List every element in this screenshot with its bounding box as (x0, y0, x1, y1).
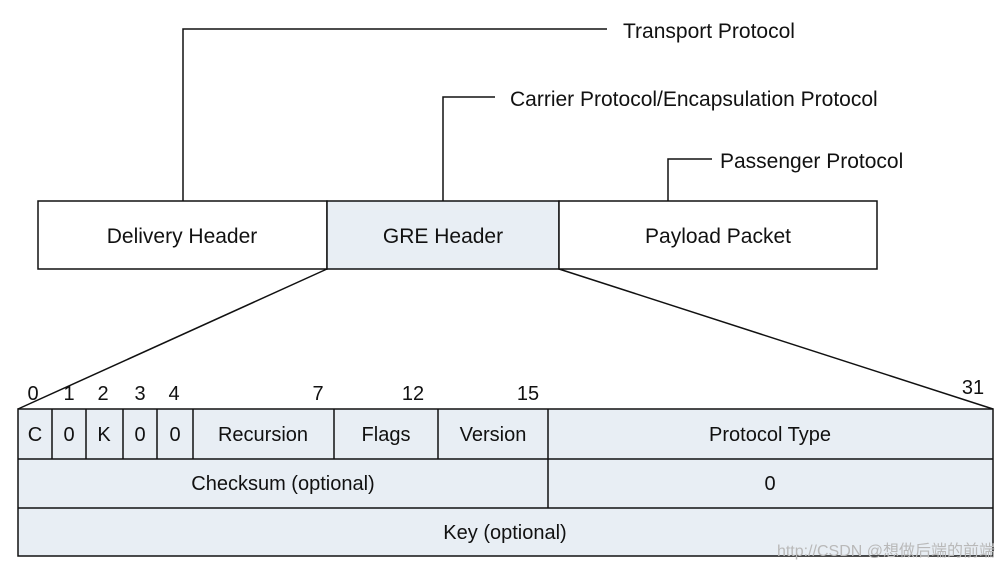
bit-number-15: 15 (517, 383, 539, 405)
carrier-protocol-label: Carrier Protocol/Encapsulation Protocol (510, 88, 878, 111)
field-k: K (97, 424, 111, 446)
field-flags: Flags (362, 424, 411, 446)
bit-number-31: 31 (962, 377, 984, 399)
field-reserved-row2: 0 (764, 473, 775, 495)
transport-leader-line (182, 28, 607, 201)
gre-field-table (17, 408, 994, 557)
bit-number-12: 12 (402, 383, 424, 405)
payload-packet-box (558, 200, 878, 270)
gre-header-label: GRE Header (383, 225, 503, 248)
delivery-header-label: Delivery Header (107, 225, 258, 248)
bit-number-3: 3 (134, 383, 145, 405)
bit-number-0: 0 (27, 383, 38, 405)
field-checksum: Checksum (optional) (191, 473, 374, 495)
delivery-header-box (37, 200, 328, 270)
field-protocol-type: Protocol Type (709, 424, 831, 446)
field-reserved-1: 0 (63, 424, 74, 446)
expand-right-line (558, 268, 994, 410)
expand-left-line (17, 268, 328, 410)
field-reserved-2: 0 (134, 424, 145, 446)
field-key: Key (optional) (443, 522, 566, 544)
field-c: C (28, 424, 42, 446)
bit-number-1: 1 (63, 383, 74, 405)
gre-header-box (326, 200, 560, 270)
passenger-leader-line (667, 158, 712, 201)
passenger-protocol-label: Passenger Protocol (720, 150, 903, 173)
bit-number-7: 7 (312, 383, 323, 405)
payload-packet-label: Payload Packet (645, 225, 791, 248)
field-version: Version (460, 424, 527, 446)
bit-number-2: 2 (97, 383, 108, 405)
field-reserved-3: 0 (169, 424, 180, 446)
carrier-leader-line (442, 96, 495, 201)
csdn-watermark: http://CSDN @想做后端的前端 (777, 542, 995, 560)
field-recursion: Recursion (218, 424, 308, 446)
bit-number-4: 4 (168, 383, 179, 405)
transport-protocol-label: Transport Protocol (623, 20, 795, 43)
